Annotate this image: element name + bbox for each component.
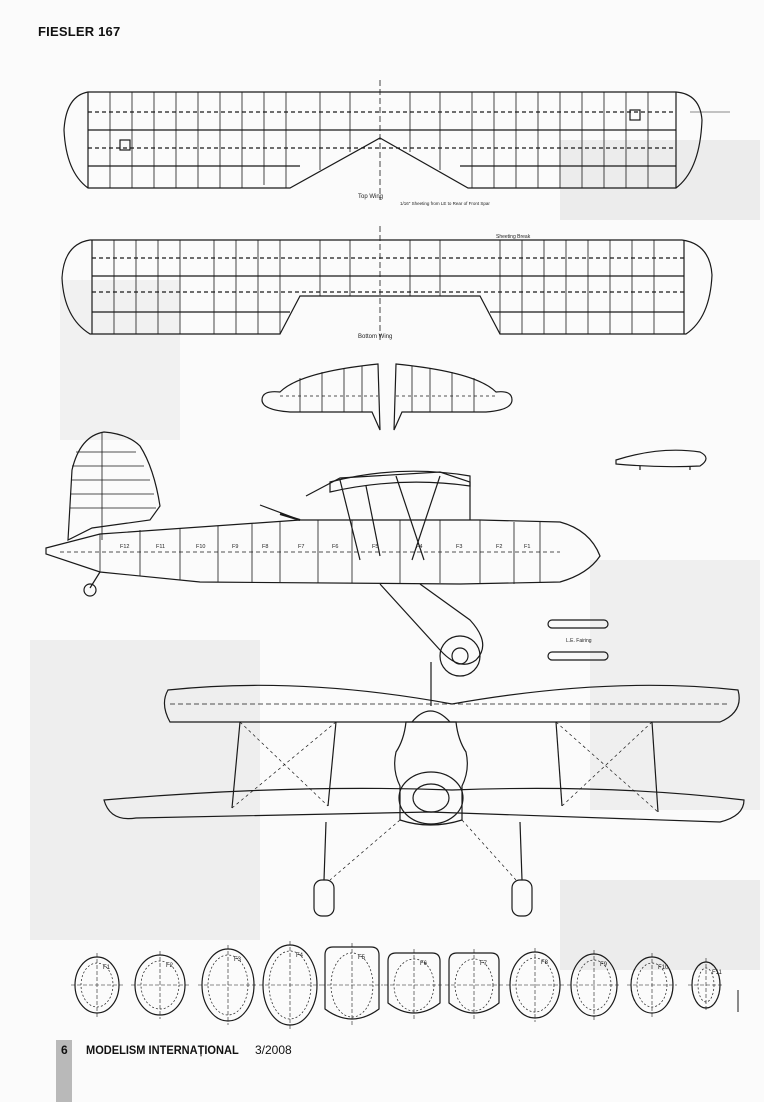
top-wing-note: 1/16" Sheeting from LE to Rear of Front … [400,201,490,206]
frame-label: F3 [234,957,242,963]
side-frame-label: F1 [524,544,530,550]
frame-outline: F1 [71,953,123,1017]
frame-label: F7 [480,961,488,967]
sheeting-break-label: Sheeting Break [496,234,531,240]
le-fairing-label: L.E. Fairing [566,638,592,644]
side-frame-label: F4 [416,544,422,550]
frame-outline: F10 [627,953,677,1017]
frame-outline: F2 [131,951,189,1019]
top-wing-label: Top Wing [358,194,383,200]
side-frame-label: F3 [456,544,462,550]
top-wing-plan [63,80,730,200]
frame-outline: F11 [688,958,724,1012]
side-frame-label: F11 [156,544,165,550]
bottom-wing-plan [61,226,713,340]
side-frame-label: F5 [372,544,378,550]
cowl-side-detail [615,449,707,470]
frame-outline: F3 [198,945,258,1025]
side-frame-label: F2 [496,544,502,550]
front-view [103,662,745,917]
side-view-fuselage [45,431,601,677]
frame-label: F9 [600,962,608,968]
magazine-title: MODELISM INTERNAȚIONAL [86,1043,239,1057]
side-frame-label: F7 [298,544,304,550]
tailplane-plan [261,363,513,431]
frame-outline: F9 [567,950,621,1020]
frame-label: F6 [420,961,428,967]
frame-outline: F7 [445,949,503,1021]
page-number-band [56,1040,72,1102]
frame-label: F2 [166,963,174,969]
bottom-wing-label: Bottom Wing [358,334,392,340]
frame-label: F5 [358,955,366,961]
frame-outline: F6 [384,949,444,1021]
frame-label: F10 [658,965,669,971]
frame-label: F1 [103,965,111,971]
frame-label: F8 [541,960,549,966]
plan-title: FIESLER 167 [38,24,121,39]
frame-label: F11 [712,970,723,976]
frame-outline: F5 [321,943,383,1027]
side-frame-label: F6 [332,544,338,550]
frame-outline: F4 [259,941,321,1029]
side-frame-label: F8 [262,544,268,550]
frame-outline: F8 [506,948,564,1022]
side-frame-label: F12 [120,544,129,550]
le-fairing-parts [547,619,609,661]
side-frame-label: F10 [196,544,205,550]
page-number: 6 [61,1043,68,1057]
side-view-frame-labels: F12 F11 F10 F9 F8 F7 F6 F5 F4 F3 F2 F1 [120,544,530,550]
side-frame-label: F9 [232,544,238,550]
issue-number: 3/2008 [255,1043,292,1057]
frame-label: F4 [296,953,304,959]
